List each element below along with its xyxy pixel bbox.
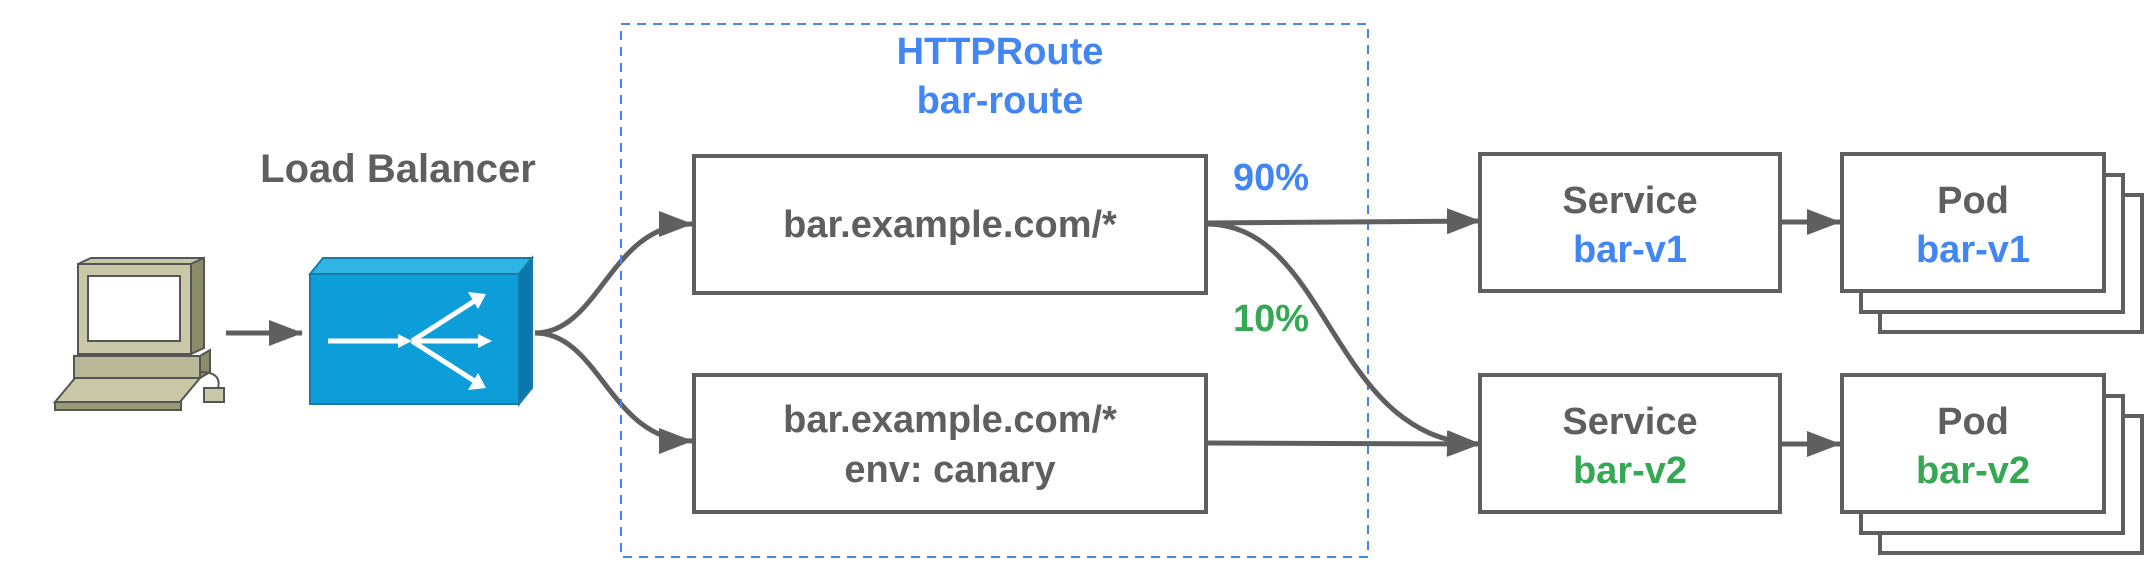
httproute-container [620, 23, 1369, 558]
httproute-kind: HTTPRoute [897, 31, 1104, 73]
weight-primary: 90% [1233, 157, 1309, 199]
service-v1: Service bar-v1 [1478, 152, 1782, 293]
rule-primary-match: bar.example.com/* [783, 204, 1117, 246]
load-balancer-label: Load Balancer [260, 147, 536, 191]
rule1-to-service1-arrow [1205, 208, 1481, 235]
rule2-to-service2-arrow [1205, 430, 1481, 457]
pod-stack-v1: Pod bar-v1 [1840, 152, 2144, 334]
load-balancer-icon [307, 255, 535, 407]
pod-v2-label: Pod [1937, 401, 2009, 443]
rule-canary-header: env: canary [844, 449, 1055, 491]
service-v2-label: Service [1562, 401, 1697, 443]
computer-icon [52, 256, 225, 411]
lb-to-rule2-arrow [534, 330, 693, 454]
rule-primary: bar.example.com/* [692, 154, 1208, 295]
pod-v2-name: bar-v2 [1916, 450, 2030, 492]
service-v2: Service bar-v2 [1478, 373, 1782, 514]
pod-v1-label: Pod [1937, 180, 2009, 222]
lb-to-rule1-arrow [534, 211, 693, 336]
service-v2-name: bar-v2 [1573, 450, 1687, 492]
service-v1-name: bar-v1 [1573, 229, 1687, 271]
httproute-name: bar-route [917, 80, 1084, 122]
pod-v1-name: bar-v1 [1916, 229, 2030, 271]
pod-stack-v2: Pod bar-v2 [1840, 373, 2144, 555]
weight-canary: 10% [1233, 298, 1309, 340]
rule-canary: bar.example.com/* env: canary [692, 373, 1208, 514]
rule-canary-match: bar.example.com/* [783, 399, 1117, 441]
service-v1-label: Service [1562, 180, 1697, 222]
rule1-to-service2-arrow [1205, 221, 1481, 457]
